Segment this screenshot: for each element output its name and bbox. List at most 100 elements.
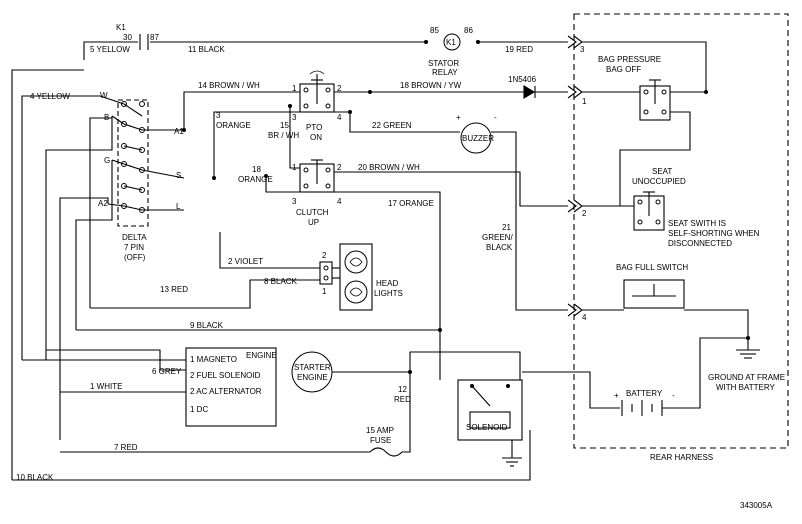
stator-relay-k1: K1 (446, 38, 456, 47)
diode-label: 1N5406 (508, 75, 537, 84)
wire-3-color: ORANGE (216, 121, 251, 130)
seat-label: SEAT (652, 167, 672, 176)
pto-switch: 1 2 3 4 PTO ON 14 BROWN / WH 18 BROWN / … (183, 70, 640, 178)
wire-3-num: 3 (216, 111, 221, 120)
bag-pressure-switch: BAG PRESSURE BAG OFF (598, 55, 706, 207)
clutch-pin4: 4 (337, 197, 342, 206)
stator-relay-label-2: RELAY (432, 68, 458, 77)
seat-unoccupied: UNOCCUPIED (632, 177, 686, 186)
seat-note-1: SEAT SWITH IS (668, 219, 726, 228)
k1-pin30: 30 (123, 33, 132, 42)
bag-full-label: BAG FULL SWITCH (616, 263, 688, 272)
buzzer-plus: + (456, 113, 461, 122)
battery-label: BATTERY (626, 389, 663, 398)
delta-7pin: 7 PIN (124, 243, 144, 252)
starter-engine: ENGINE (297, 373, 328, 382)
wire-17-orange: 17 ORANGE (388, 199, 434, 208)
k1-label: K1 (116, 23, 126, 32)
ground: GROUND AT FRAME WITH BATTERY (708, 349, 785, 392)
delta-terminal-l: L (176, 202, 181, 211)
wire-12-num: 12 (398, 385, 407, 394)
head-lights: 2 VIOLET 8 BLACK 2 1 HEAD LIGHTS 13 RED (90, 232, 403, 311)
clutch-pin2: 2 (337, 163, 342, 172)
headlight-pin2: 2 (322, 251, 327, 260)
clutch-up: UP (308, 218, 319, 227)
wire-7-red: 7 RED (114, 443, 138, 452)
engine-label: ENGINE (246, 351, 277, 360)
solenoid: SOLENOID (457, 371, 620, 467)
relay-pin86: 86 (464, 26, 473, 35)
battery-plus: + (614, 391, 619, 400)
pto-label: PTO (306, 123, 322, 132)
pto-on: ON (310, 133, 322, 142)
wire-20-brown-wh: 20 BROWN / WH (358, 163, 420, 172)
starter-engine: STARTER ENGINE 12 RED (291, 351, 521, 440)
wire-8-black: 8 BLACK (264, 277, 298, 286)
solenoid-label: SOLENOID (466, 423, 508, 432)
wire-15-num: 15 (280, 121, 289, 130)
headlights-label: HEAD (376, 279, 398, 288)
left-harness-wires (45, 116, 113, 440)
wire-6-grey: 6 GREY (152, 367, 182, 376)
battery-minus: - (672, 391, 675, 400)
wire-15-color: BR / WH (268, 131, 299, 140)
seat-switch: SEAT UNOCCUPIED SEAT SWITH IS SELF-SHORT… (632, 167, 760, 248)
pto-pin1: 1 (292, 84, 297, 93)
wire-18-num: 18 (252, 165, 261, 174)
ground-label-1: GROUND AT FRAME (708, 373, 785, 382)
bag-pressure-label: BAG PRESSURE (598, 55, 661, 64)
wire-22-green: 22 GREEN (372, 121, 412, 130)
delta-terminal-w: W (100, 91, 108, 100)
wire-21-green: GREEN/ (482, 233, 513, 242)
mid-wires: 9 BLACK 6 GREY 1 WHITE 10 BLACK 7 RED (12, 321, 531, 482)
rear-pin-1: 1 (582, 97, 587, 106)
seat-note-2: SELF-SHORTING WHEN (668, 229, 760, 238)
fuse-label-2: FUSE (370, 436, 391, 445)
wire-18-brown-yw: 18 BROWN / YW (400, 81, 462, 90)
top-wiring: K1 30 87 5 YELLOW 11 BLACK K1 85 86 STAT… (11, 23, 707, 480)
engine-block: ENGINE 1 MAGNETO 2 FUEL SOLENOID 2 AC AL… (185, 347, 277, 427)
rear-pin-2: 2 (582, 209, 587, 218)
clutch-pin3: 3 (292, 197, 297, 206)
bag-off-label: BAG OFF (606, 65, 641, 74)
junctions (182, 90, 750, 374)
rear-pin-4: 4 (582, 313, 587, 322)
engine-dc: 1 DC (190, 405, 208, 414)
engine-magneto: 1 MAGNETO (190, 355, 237, 364)
wire-21-black: BLACK (486, 243, 513, 252)
pto-pin3: 3 (292, 113, 297, 122)
part-number: 343005A (740, 501, 773, 510)
stator-relay-coil (443, 33, 461, 51)
wire-14-brown-wh: 14 BROWN / WH (198, 81, 260, 90)
delta-terminal-a1: A1 (174, 127, 184, 136)
delta-terminal-s: S (176, 171, 181, 180)
delta-label: DELTA (122, 233, 147, 242)
rear-harness-enclosure: REAR HARNESS (573, 13, 789, 462)
wire-11-black: 11 BLACK (188, 45, 225, 54)
bag-full-switch: BAG FULL SWITCH (616, 263, 749, 338)
clutch-pin1: 1 (292, 163, 297, 172)
wire-12-red: RED (394, 395, 411, 404)
fuse-label-1: 15 AMP (366, 426, 394, 435)
fuse: 15 AMP FUSE (366, 426, 411, 457)
buzzer-label: BUZZER (462, 134, 494, 143)
wire-19-red: 19 RED (505, 45, 533, 54)
rear-pin-3: 3 (580, 45, 585, 54)
headlights-label-2: LIGHTS (374, 289, 403, 298)
battery: BATTERY + - (614, 337, 749, 416)
stator-relay-label-1: STATOR (428, 59, 459, 68)
engine-ac-alternator: 2 AC ALTERNATOR (190, 387, 262, 396)
clutch-label: CLUTCH (296, 208, 329, 217)
wire-4-yellow: 4 YELLOW (30, 92, 70, 101)
delta-switch: W B G A2 A1 S L DELTA 7 PIN (98, 91, 184, 262)
delta-off: (OFF) (124, 253, 146, 262)
rear-harness-label: REAR HARNESS (650, 453, 713, 462)
pto-pin4: 4 (337, 113, 342, 122)
clutch-switch: 1 2 3 4 CLUTCH UP 18 ORANGE 20 BROWN / W… (238, 159, 634, 380)
pto-pin2: 2 (337, 84, 342, 93)
wire-18-orange: ORANGE (238, 175, 273, 184)
wire-9-black: 9 BLACK (190, 321, 224, 330)
seat-note-3: DISCONNECTED (668, 239, 732, 248)
